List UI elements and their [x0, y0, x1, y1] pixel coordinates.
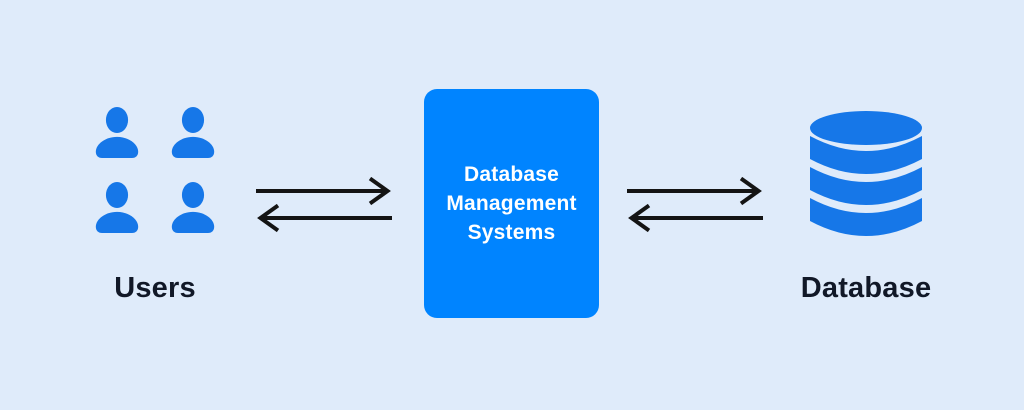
- users-dbms-arrows: [256, 177, 392, 233]
- dbms-label-line-3: Systems: [467, 221, 556, 244]
- user-person-icon: [171, 182, 215, 234]
- database-label: Database: [800, 272, 932, 304]
- database-to-dbms-arrow: [628, 203, 763, 233]
- user-person-icon: [171, 107, 215, 159]
- database-cylinder-icon: [810, 111, 922, 236]
- user-person-icon: [95, 107, 139, 159]
- user-person-icon: [95, 182, 139, 234]
- dbms-to-users-arrow: [257, 203, 392, 233]
- dbms-node: Database Management Systems: [424, 89, 599, 318]
- dbms-label: Database Management Systems: [446, 160, 576, 247]
- dbms-label-line-2: Management: [446, 192, 577, 215]
- dbms-to-database-arrow: [627, 177, 762, 206]
- users-label: Users: [114, 272, 196, 304]
- dbms-label-line-1: Database: [464, 163, 559, 186]
- users-icon-grid: [92, 107, 218, 234]
- users-node: [92, 107, 218, 234]
- users-to-dbms-arrow: [256, 177, 391, 206]
- dbms-database-arrows: [627, 177, 763, 233]
